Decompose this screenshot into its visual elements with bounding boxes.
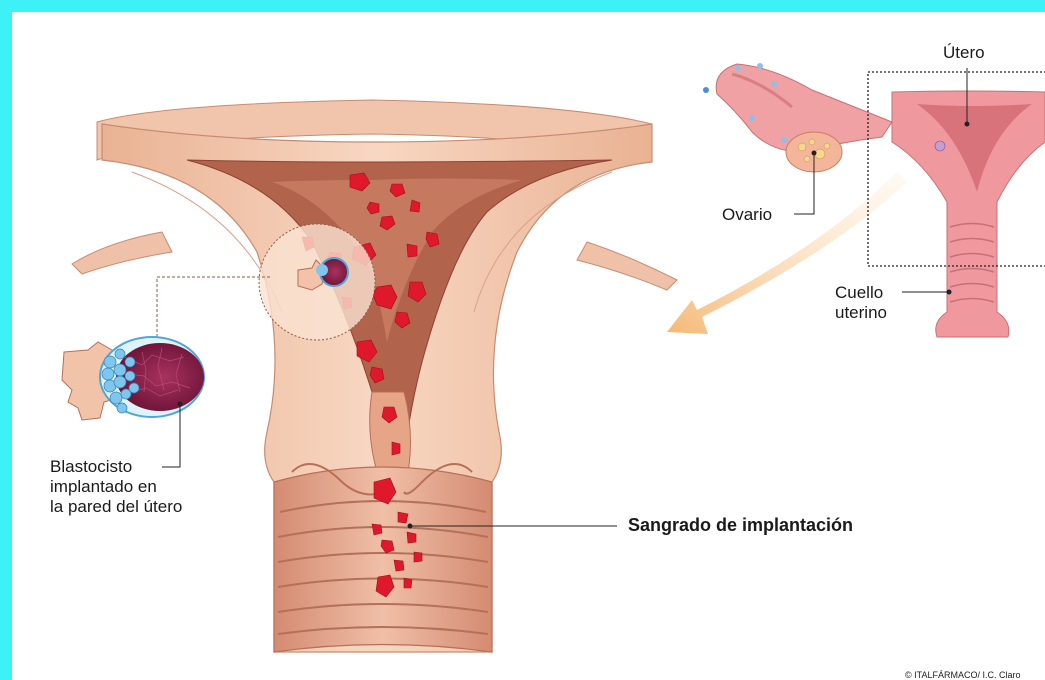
implantation-site [259, 224, 375, 340]
label-ovario: Ovario [722, 204, 772, 225]
label-blastocisto-line1: Blastocisto [50, 456, 132, 477]
label-utero: Útero [943, 42, 985, 63]
blastocyst-leader-line [157, 277, 270, 342]
label-blastocisto-line2: implantado en [50, 476, 157, 497]
label-blastocisto-line3: la pared del útero [50, 496, 182, 517]
illustration-frame: Útero Ovario Cuello uterino Blastocisto … [12, 12, 1045, 680]
label-cuello-line2: uterino [835, 302, 887, 323]
blastocyst-inset [62, 337, 204, 420]
image-credit: © ITALFÁRMACO/ I.C. Claro [905, 670, 1020, 680]
label-sangrado: Sangrado de implantación [628, 515, 853, 536]
uterus-illustration [12, 12, 1045, 680]
label-cuello-line1: Cuello [835, 282, 883, 303]
